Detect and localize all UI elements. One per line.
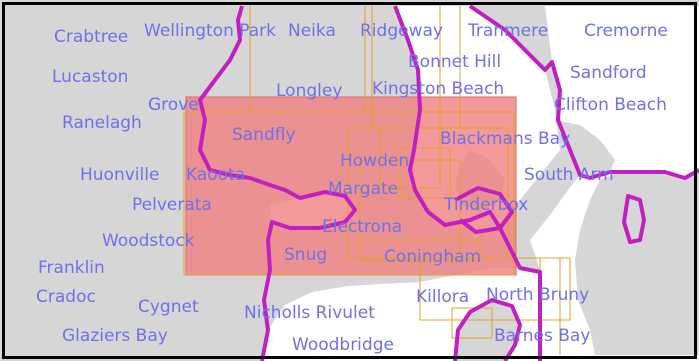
place-label[interactable]: Nicholls Rivulet	[244, 303, 375, 323]
betsey-island	[624, 196, 644, 242]
place-label[interactable]: Wellington Park	[144, 21, 276, 41]
highlight-region	[185, 96, 517, 276]
place-label[interactable]: Sandford	[570, 63, 647, 83]
place-label[interactable]: Neika	[288, 21, 336, 41]
place-label[interactable]: Margate	[328, 179, 398, 199]
place-label[interactable]: Pelverata	[132, 195, 212, 215]
storm-bay	[530, 6, 699, 361]
place-label[interactable]: Cremorne	[584, 21, 668, 41]
place-label[interactable]: Barnes Bay	[494, 326, 590, 346]
place-label[interactable]: Grove	[148, 95, 199, 115]
place-label[interactable]: Coningham	[384, 247, 481, 267]
place-label[interactable]: Woodstock	[102, 231, 195, 251]
place-label[interactable]: Electrona	[322, 217, 402, 237]
place-label[interactable]: Crabtree	[54, 27, 128, 47]
place-label[interactable]: Blackmans Bay	[440, 129, 570, 149]
place-label[interactable]: South Arm	[524, 165, 614, 185]
place-label[interactable]: Tranmere	[467, 21, 548, 41]
place-label[interactable]: Snug	[284, 245, 327, 265]
place-label[interactable]: Clifton Beach	[554, 95, 667, 115]
place-label[interactable]: Ridgeway	[360, 21, 443, 41]
south-arm-peninsula	[555, 120, 615, 178]
coastline	[198, 4, 699, 361]
place-label[interactable]: Huonville	[80, 165, 159, 185]
place-label[interactable]: Bonnet Hill	[408, 52, 501, 72]
place-label[interactable]: Howden	[340, 151, 409, 171]
place-label[interactable]: Cradoc	[36, 287, 96, 307]
place-label[interactable]: Woodbridge	[292, 335, 394, 355]
place-label[interactable]: Ranelagh	[62, 113, 142, 133]
place-label[interactable]: Longley	[276, 81, 342, 101]
place-label[interactable]: North Bruny	[486, 285, 589, 305]
place-label[interactable]: Franklin	[38, 258, 105, 278]
place-label[interactable]: Sandfly	[232, 125, 296, 145]
place-label[interactable]: Glaziers Bay	[62, 326, 168, 346]
place-label[interactable]: Kingston Beach	[372, 79, 504, 99]
place-labels: Crabtree Wellington Park Neika Ridgeway …	[36, 21, 668, 355]
place-label[interactable]: Lucaston	[52, 67, 128, 87]
place-label[interactable]: Tinderbox	[443, 195, 528, 215]
place-label[interactable]: Kaoota	[186, 165, 245, 185]
place-label[interactable]: Cygnet	[138, 297, 199, 317]
place-label[interactable]: Killora	[416, 287, 469, 307]
bruny-island	[455, 300, 520, 361]
